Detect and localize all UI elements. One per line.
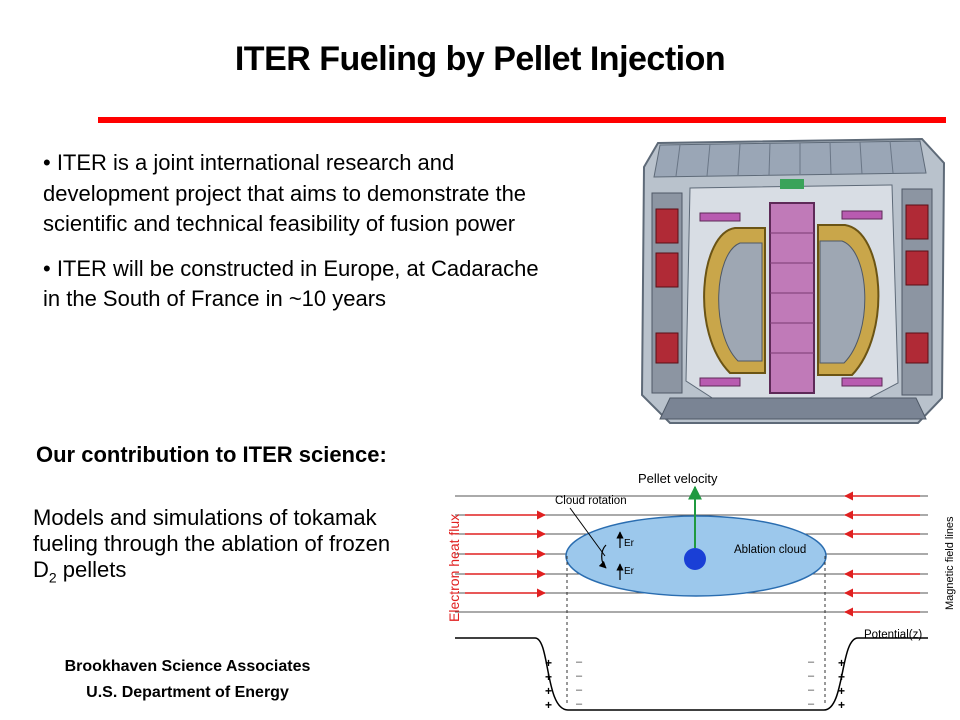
models-tail-text: pellets	[56, 557, 127, 582]
plus-sign: +	[545, 698, 552, 712]
pellet-velocity-label: Pellet velocity	[638, 471, 718, 486]
footer-organization: Brookhaven Science Associates	[64, 658, 311, 675]
plus-sign: +	[545, 684, 552, 698]
slide-title: ITER Fueling by Pellet Injection	[234, 40, 726, 78]
potential-curve	[455, 637, 928, 711]
potential-label: Potential(z)	[864, 629, 922, 641]
minus-sign: –	[576, 698, 583, 710]
ablation-cloud-label: Ablation cloud	[734, 544, 806, 556]
cloud-rotation-pointer	[569, 507, 606, 557]
rotation-arrow-icon	[598, 544, 607, 569]
title-divider	[98, 117, 946, 123]
plus-sign: +	[838, 684, 845, 698]
bullet-iter-project: • ITER is a joint international research…	[43, 150, 527, 236]
minus-sign: –	[808, 656, 815, 668]
plus-sign: +	[838, 656, 845, 670]
magnetic-field-lines-label: Magnetic field lines	[944, 516, 956, 610]
plus-sign: +	[545, 670, 552, 684]
cloud-rotation-label: Cloud rotation	[555, 495, 627, 507]
footer-department: U.S. Department of Energy	[86, 684, 289, 701]
er-label-upper: Er	[624, 538, 635, 549]
models-main-text: Models and simulations of tokamak fuelin…	[33, 505, 391, 582]
plus-sign: +	[838, 670, 845, 684]
minus-sign: –	[808, 670, 815, 682]
electron-heat-flux-label: Electron heat flux	[446, 514, 462, 622]
minus-sign: –	[808, 684, 815, 696]
plus-sign: +	[838, 698, 845, 712]
minus-sign: –	[576, 684, 583, 696]
models-subscript: 2	[48, 569, 57, 586]
er-label-lower: Er	[624, 566, 635, 577]
pellet	[684, 548, 706, 570]
plus-sign: +	[545, 656, 552, 670]
pellet-ablation-diagram: Pellet velocity Cloud rotation Er Er Abl…	[446, 471, 956, 712]
minus-sign: –	[576, 656, 583, 668]
bullet-iter-location: • ITER will be constructed in Europe, at…	[43, 255, 539, 312]
contribution-heading: Our contribution to ITER science:	[36, 442, 387, 467]
minus-sign: –	[808, 698, 815, 710]
minus-sign: –	[576, 670, 583, 682]
iter-tokamak-illustration	[640, 137, 946, 424]
bullet-list: • ITER is a joint international research…	[43, 148, 553, 329]
models-text: Models and simulations of tokamak fuelin…	[33, 505, 393, 590]
